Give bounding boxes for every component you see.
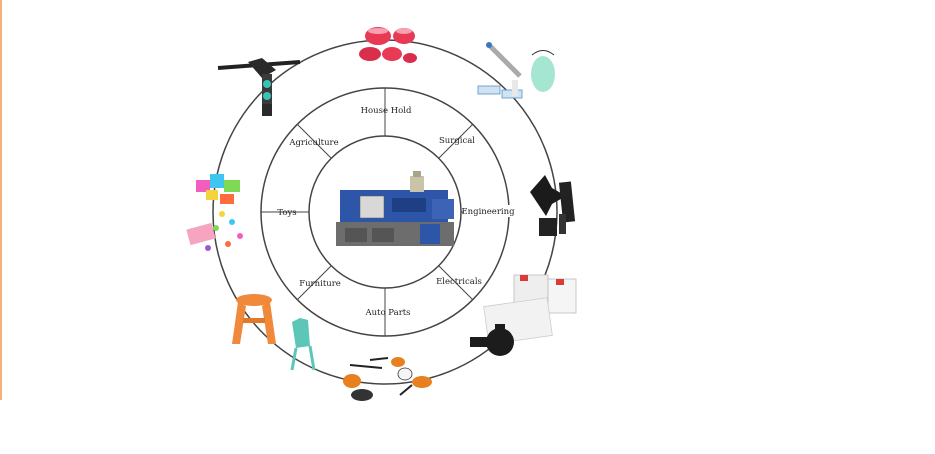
label-toys: Toys [277,208,296,218]
label-electricals: Electricals [436,277,482,287]
left-accent-bar [0,0,2,400]
label-furniture: Furniture [299,279,341,289]
injection-molding-machine-icon [336,171,454,246]
plastic-stool-and-chair-icon [232,294,316,371]
label-agriculture: Agriculture [288,138,338,148]
black-plastic-parts-icon [530,175,576,236]
label-house-hold: House Hold [361,106,412,116]
label-auto-parts: Auto Parts [364,308,410,318]
sprinkler-head-icon [217,58,301,116]
medical-syringe-and-mask-icon [477,42,555,99]
segment-dividers [261,88,509,336]
building-blocks-and-beads-icon [186,174,243,251]
label-engineering: Engineering [461,207,515,217]
plastic-bowls-icon [359,27,417,63]
label-surgical: Surgical [439,136,475,146]
circuit-breakers-and-junction-box-icon [470,274,577,356]
vehicle-indicator-lights-icon [343,357,432,401]
